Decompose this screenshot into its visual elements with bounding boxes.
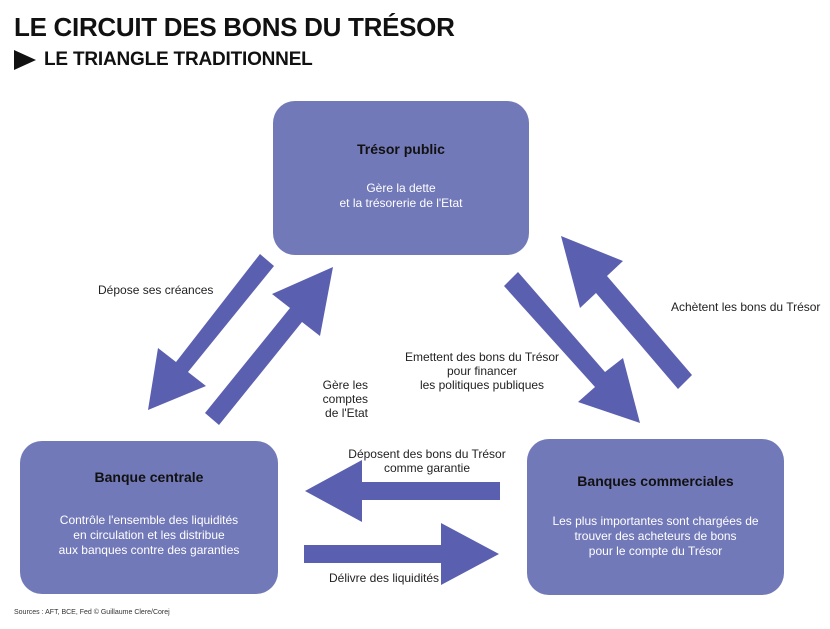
node-description: Les plus importantes sont chargées de tr…: [552, 514, 759, 558]
arrow-banque-centrale-to-tresor: [205, 267, 333, 425]
label-delivre-liquidites: Délivre des liquidités: [329, 571, 440, 585]
node-banque-centrale: Banque centrale Contrôle l'ensemble des …: [20, 441, 278, 594]
play-triangle-icon: [14, 50, 36, 70]
source-credit: Sources : AFT, BCE, Fed © Guillaume Cler…: [14, 609, 170, 616]
subtitle-row: LE TRIANGLE TRADITIONNEL: [14, 49, 313, 71]
label-depose-creances: Dépose ses créances: [98, 283, 214, 297]
label-gere-comptes: Gère les comptes de l'Etat: [322, 378, 368, 420]
page-title: LE CIRCUIT DES BONS DU TRÉSOR: [14, 12, 455, 42]
node-description: Gère la dette et la trésorerie de l'Etat: [339, 181, 463, 210]
arrow-banque-centrale-to-commerciales: [304, 523, 499, 585]
node-tresor-public: Trésor public Gère la dette et la trésor…: [273, 101, 529, 255]
node-title: Banque centrale: [94, 469, 204, 485]
label-achetent-bons: Achètent les bons du Trésor: [671, 300, 821, 314]
node-banques-commerciales: Banques commerciales Les plus importante…: [527, 439, 784, 595]
arrow-tresor-to-banque-centrale: [148, 254, 274, 410]
node-title: Trésor public: [357, 141, 445, 157]
arrow-tresor-to-commerciales: [504, 272, 640, 423]
node-title: Banques commerciales: [577, 473, 734, 489]
arrow-commerciales-to-banque-centrale: [305, 460, 500, 522]
arrow-commerciales-to-tresor: [561, 236, 692, 389]
page-subtitle: LE TRIANGLE TRADITIONNEL: [44, 49, 313, 70]
node-description: Contrôle l'ensemble des liquidités en ci…: [58, 513, 240, 557]
label-deposent-garantie: Déposent des bons du Trésor comme garant…: [348, 447, 506, 475]
label-emettent-bons: Emettent des bons du Trésor pour finance…: [404, 350, 560, 392]
